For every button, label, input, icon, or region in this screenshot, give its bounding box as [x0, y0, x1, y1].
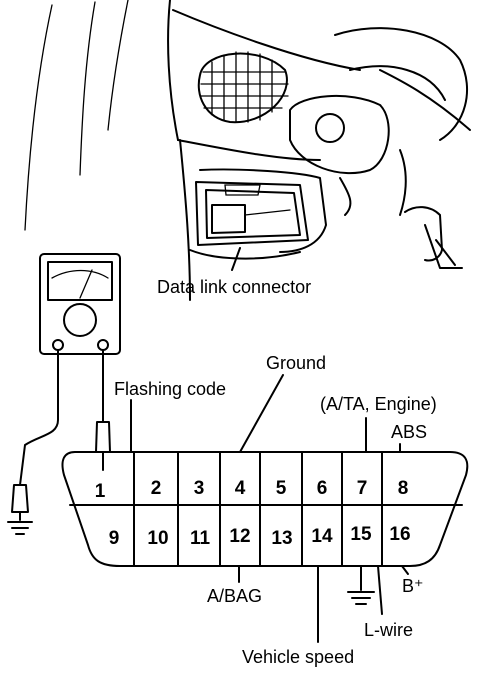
data-link-connector-label: Data link connector: [157, 277, 311, 297]
pin-label: 11: [190, 528, 211, 549]
pin-numbers-bottom: 9 10 11 12 13 14 15 16: [109, 524, 411, 549]
abs-label: ABS: [391, 422, 427, 442]
data-link-connector-housing: [189, 181, 309, 260]
obd-connector: [61, 451, 469, 567]
pin-label: 14: [311, 526, 333, 547]
ata-engine-label: (A/TA, Engine): [320, 394, 437, 414]
pin-label: 6: [317, 478, 328, 499]
pin-label: 16: [389, 524, 410, 545]
pin-label: 10: [147, 528, 168, 549]
ground-label: Ground: [266, 353, 326, 373]
pin-label: 3: [194, 478, 205, 499]
dashboard-illustration: [24, 0, 471, 301]
pin-numbers-top: 1 2 3 4 5 6 7 8: [95, 478, 409, 502]
pin-label: 9: [109, 528, 120, 549]
pin-label: 1: [95, 481, 106, 502]
steering-wheel-icon: [289, 27, 471, 216]
flashing-code-label: Flashing code: [114, 379, 226, 399]
vehicle-speed-label: Vehicle speed: [242, 647, 354, 667]
pin-label: 15: [350, 524, 372, 545]
pedal-icon: [404, 206, 463, 269]
pin-label: 8: [398, 478, 409, 499]
air-vent-icon: [197, 51, 289, 124]
black-probe-lead: [7, 349, 59, 535]
abag-label: A/BAG: [207, 586, 262, 606]
pin-label: 4: [235, 478, 246, 499]
pin-label: 12: [229, 526, 250, 547]
multimeter-icon: [39, 253, 121, 355]
l-wire-label: L-wire: [364, 620, 413, 640]
leader-lines: [130, 247, 409, 643]
pin-label: 5: [276, 478, 287, 499]
pin-label: 2: [151, 478, 162, 499]
pin-label: 7: [357, 478, 368, 499]
b-plus-label: B⁺: [402, 576, 424, 596]
pin-label: 13: [271, 528, 292, 549]
